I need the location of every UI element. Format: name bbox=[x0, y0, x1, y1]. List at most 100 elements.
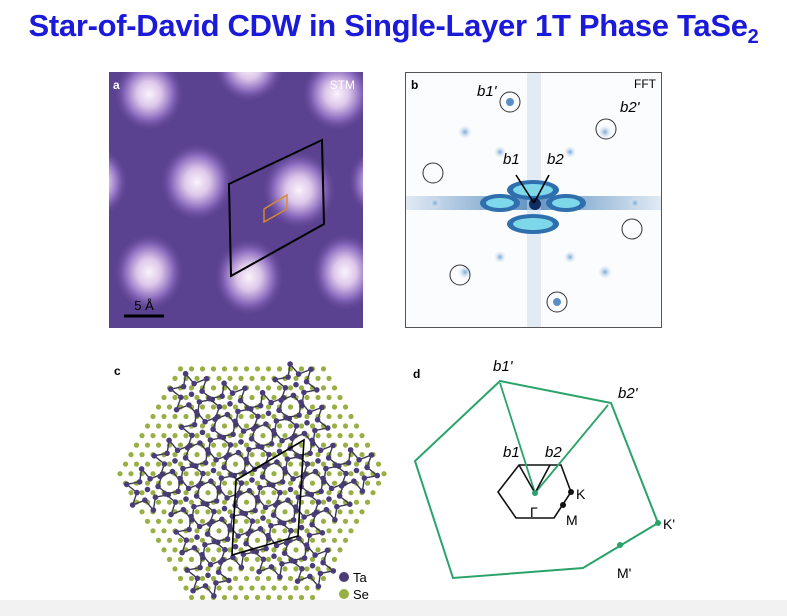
label-d-b2: b2 bbox=[545, 444, 562, 461]
se-atom bbox=[337, 509, 343, 515]
ta-atom bbox=[303, 378, 310, 385]
se-atom bbox=[326, 413, 332, 420]
panel-c-letter: c bbox=[114, 364, 121, 378]
ta-atom bbox=[279, 561, 285, 567]
se-atom bbox=[194, 375, 200, 381]
se-atom bbox=[221, 480, 228, 486]
se-atom bbox=[133, 461, 140, 467]
ta-atom bbox=[243, 456, 249, 463]
ta-atom bbox=[266, 451, 272, 458]
ta-atom bbox=[309, 562, 316, 569]
ta-atom bbox=[183, 537, 190, 543]
se-atom bbox=[287, 575, 294, 582]
se-atom bbox=[117, 471, 123, 477]
ta-atom bbox=[368, 452, 375, 458]
se-atom bbox=[166, 499, 173, 505]
se-atom bbox=[271, 528, 277, 534]
se-atom bbox=[309, 594, 316, 600]
se-atom bbox=[276, 556, 283, 562]
se-atom bbox=[194, 528, 200, 534]
panel-a-tag: STM bbox=[330, 78, 355, 92]
cdw-supercell-outline bbox=[231, 438, 305, 557]
ta-atom bbox=[249, 518, 256, 524]
panel-b-tag: FFT bbox=[634, 77, 657, 91]
se-atom bbox=[139, 452, 145, 458]
se-atom bbox=[128, 452, 134, 458]
se-atom bbox=[155, 423, 162, 429]
ta-atom bbox=[334, 503, 340, 510]
se-atom bbox=[210, 442, 217, 448]
ta-atom bbox=[173, 406, 180, 413]
se-atom bbox=[287, 385, 294, 391]
ta-atom bbox=[319, 530, 326, 536]
panel-c-lattice-diagram: c Ta Se bbox=[114, 361, 387, 600]
slide-title: Star-of-David CDW in Single-Layer 1T Pha… bbox=[0, 8, 787, 49]
se-atom bbox=[315, 375, 321, 381]
se-atom bbox=[254, 575, 261, 582]
ta-atom bbox=[207, 561, 214, 568]
se-atom bbox=[342, 518, 349, 524]
se-atom bbox=[205, 490, 211, 496]
k-prime-point bbox=[655, 520, 661, 526]
se-atom bbox=[271, 490, 277, 496]
se-atom bbox=[221, 442, 228, 448]
ta-atom bbox=[315, 583, 322, 590]
ta-atom bbox=[315, 499, 322, 505]
ta-atom bbox=[202, 583, 209, 589]
se-atom bbox=[359, 509, 365, 515]
se-atom bbox=[161, 413, 167, 420]
se-atom bbox=[172, 547, 178, 553]
se-atom bbox=[320, 499, 327, 505]
ta-atom bbox=[203, 376, 210, 382]
ta-atom bbox=[210, 467, 217, 474]
ta-atom bbox=[208, 478, 214, 484]
ta-atom bbox=[324, 547, 331, 554]
ta-atom bbox=[308, 366, 314, 373]
ta-atom bbox=[202, 460, 209, 466]
se-atom bbox=[199, 366, 206, 372]
ta-atom bbox=[175, 488, 181, 495]
ta-atom bbox=[332, 516, 338, 523]
ta-atom bbox=[277, 574, 283, 580]
se-atom bbox=[128, 471, 134, 477]
ta-atom bbox=[332, 462, 339, 469]
se-atom bbox=[227, 585, 233, 591]
se-atom bbox=[216, 585, 222, 591]
ta-atom bbox=[206, 521, 213, 527]
se-atom bbox=[227, 375, 233, 381]
ta-atom bbox=[274, 459, 280, 465]
ta-atom bbox=[304, 461, 311, 467]
ta-atom bbox=[252, 507, 258, 514]
ta-atom bbox=[221, 380, 227, 386]
ta-atom bbox=[239, 510, 245, 516]
ta-atom bbox=[211, 538, 218, 545]
se-atom bbox=[177, 518, 184, 524]
ta-atom bbox=[257, 484, 263, 491]
ta-atom bbox=[328, 485, 335, 492]
ta-atom bbox=[136, 479, 143, 485]
ta-atom bbox=[168, 511, 174, 518]
ta-atom bbox=[202, 542, 208, 548]
ta-atom bbox=[268, 564, 275, 570]
se-atom bbox=[155, 404, 162, 410]
se-atom bbox=[183, 394, 189, 401]
ta-atom bbox=[224, 495, 230, 501]
ta-atom bbox=[195, 483, 202, 489]
se-atom bbox=[139, 433, 145, 439]
ta-atom bbox=[197, 440, 203, 446]
se-atom bbox=[161, 547, 167, 553]
ta-atom bbox=[229, 390, 236, 396]
se-atom bbox=[183, 471, 189, 477]
label-b1-prime: b1' bbox=[477, 83, 498, 100]
ta-atom bbox=[288, 527, 294, 534]
ta-atom bbox=[193, 409, 200, 415]
ta-atom bbox=[191, 503, 197, 510]
ta-atom bbox=[213, 457, 219, 463]
ta-atom bbox=[249, 477, 255, 483]
se-atom bbox=[194, 433, 200, 439]
ta-atom bbox=[191, 421, 198, 428]
ta-atom bbox=[240, 428, 247, 434]
se-atom bbox=[221, 366, 228, 372]
ta-atom bbox=[207, 437, 214, 443]
ta-atom bbox=[276, 407, 282, 414]
